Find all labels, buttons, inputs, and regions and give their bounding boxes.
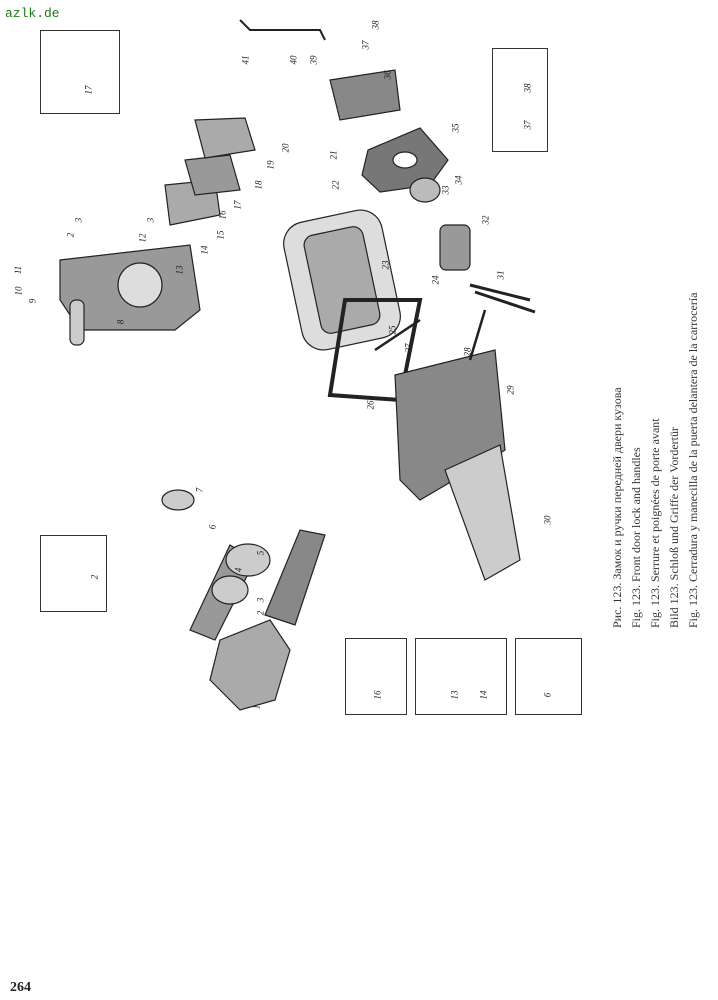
callout-16-inset: 16	[372, 690, 383, 700]
detail-inset-2	[40, 535, 107, 612]
callout-15: 15	[215, 230, 226, 240]
callout-27: 27	[403, 343, 414, 353]
callout-13: 13	[174, 265, 185, 275]
callout-14-inset: 14	[478, 690, 489, 700]
caption-line-en: Fig. 123. Front door lock and handles	[629, 447, 643, 628]
callout-25: 25	[387, 325, 398, 335]
callout-35: 35	[450, 123, 461, 133]
detail-inset-17	[40, 30, 120, 114]
callout-17-inset: 17	[83, 85, 94, 95]
callout-39: 39	[308, 55, 319, 65]
callout-30: 30	[542, 515, 553, 525]
caption-line-de: Bild 123. Schloß und Griffe der Vordertü…	[667, 427, 681, 628]
callout-37: 37	[360, 40, 371, 50]
callout-14: 14	[199, 245, 210, 255]
callout-6-inset: 6	[542, 692, 553, 698]
callout-40: 40	[288, 55, 299, 65]
callout-26: 26	[365, 400, 376, 410]
callout-13-inset: 13	[449, 690, 460, 700]
detail-inset-6	[515, 638, 582, 715]
callout-3: 3	[255, 597, 266, 603]
callout-8: 8	[115, 319, 126, 325]
callout-38: 38	[370, 20, 381, 30]
callout-20: 20	[280, 143, 291, 153]
callout-24: 24	[430, 275, 441, 285]
callout-28: 28	[462, 347, 473, 357]
callout-2-lock: 2	[65, 232, 76, 238]
detail-inset-13-14	[415, 638, 507, 715]
callout-22: 22	[330, 180, 341, 190]
callout-4: 4	[233, 567, 244, 573]
detail-inset-16	[345, 638, 407, 715]
callout-34: 34	[453, 175, 464, 185]
callout-21: 21	[328, 150, 339, 160]
callout-33: 33	[440, 185, 451, 195]
callout-32: 32	[480, 215, 491, 225]
callout-11: 11	[13, 265, 24, 275]
callout-19: 19	[265, 160, 276, 170]
detail-inset-37-38	[492, 48, 548, 152]
page-number: 264	[10, 980, 31, 995]
callout-31: 31	[495, 270, 506, 280]
caption-line-es: Fig. 123. Cerradura y manecilla de la pu…	[686, 292, 700, 629]
watermark: azlk.de	[5, 6, 60, 21]
callout-2: 2	[255, 610, 266, 616]
callout-7: 7	[194, 487, 205, 493]
callout-5: 5	[255, 550, 266, 556]
callout-2-inset: 2	[89, 574, 100, 580]
caption-line-fr: Fig. 123. Serrure et poignées de porte a…	[648, 418, 662, 628]
callout-23: 23	[380, 260, 391, 270]
caption-line-ru: Рис. 123. Замок и ручки передней двери к…	[610, 387, 624, 628]
callout-36: 36	[382, 70, 393, 80]
callout-17: 17	[232, 200, 243, 210]
callout-9: 9	[27, 298, 38, 304]
callout-3-upper: 3	[145, 217, 156, 223]
callout-1: 1	[251, 704, 262, 710]
callout-12: 12	[137, 233, 148, 243]
callout-29: 29	[505, 385, 516, 395]
callout-10: 10	[13, 286, 24, 296]
figure-caption: Рис. 123. Замок и ручки передней двери к…	[608, 236, 708, 629]
callout-6: 6	[207, 524, 218, 530]
callout-37-inset: 37	[522, 120, 533, 130]
callout-16: 16	[217, 210, 228, 220]
callout-41: 41	[240, 55, 251, 65]
callout-18: 18	[253, 180, 264, 190]
callout-3-lock: 3	[73, 217, 84, 223]
callout-38-inset: 38	[522, 83, 533, 93]
